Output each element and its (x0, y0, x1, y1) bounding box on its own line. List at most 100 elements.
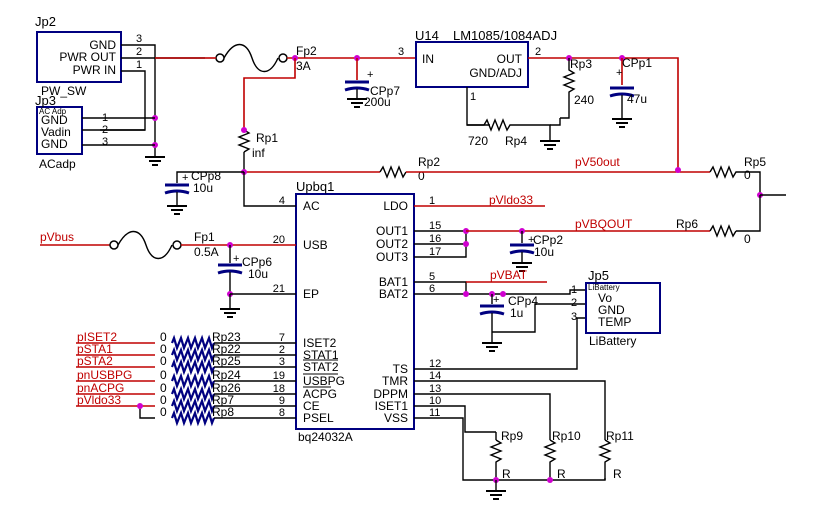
jp2-num-1: 1 (136, 59, 142, 71)
chip-pin-bat1: BAT1 (379, 275, 408, 289)
net-pvbus: pVbus (40, 230, 74, 244)
cpp7-ref: CPp7 (370, 84, 400, 98)
chip-pin-out3: OUT3 (376, 250, 408, 264)
jp3-pin-vadin: Vadin (41, 125, 71, 139)
rp9-value: R (502, 467, 511, 481)
chip-pin-ep: EP (303, 287, 319, 301)
chip-pin-ac: AC (303, 199, 320, 213)
net-pvbat: pVBAT (490, 268, 528, 282)
resistor-ref: Rp25 (212, 354, 241, 368)
chip-pin-num: 12 (429, 358, 441, 370)
junction-dot (137, 403, 143, 409)
chip-pin-vss: VSS (384, 411, 408, 425)
net-pvldo33: pVldo33 (489, 193, 533, 207)
chip-pin-acpg: ACPG (303, 387, 337, 401)
u14-pin-adj: GND/ADJ (469, 66, 522, 80)
capacitor-cpp2: + CPp2 10u (509, 231, 563, 272)
resistor-rp11: Rp11 R (598, 429, 634, 481)
resistor-rp2: Rp2 0 (379, 155, 440, 183)
cpp4-value: 1u (510, 306, 523, 320)
u14-num-adj: 1 (470, 91, 476, 103)
chip-pin-ts: TS (393, 362, 408, 376)
jp2-ref: Jp2 (35, 14, 56, 29)
chip-left-pins: AC4USB20EP21ISET27STAT12STAT23USBPG19ACP… (273, 195, 345, 425)
resistor-value: 0 (160, 393, 167, 407)
rp5-ref: Rp5 (744, 155, 766, 169)
resistor-rp1: Rp1 inf (237, 129, 278, 160)
resistor-symbol (170, 334, 216, 352)
resistor-value: 0 (160, 405, 167, 419)
net-label: pVldo33 (77, 393, 121, 407)
jp2-pin-pwrin: PWR IN (73, 63, 116, 77)
resistor-rp6: Rp6 0 (676, 217, 751, 246)
jp5-tag: LiBattery (588, 283, 620, 292)
jp5-name: LiBattery (589, 334, 636, 348)
jp2-pin-pwrout: PWR OUT (59, 50, 116, 64)
net-label: pSTA2 (77, 354, 113, 368)
chip-pin-num: 19 (273, 370, 285, 382)
resistor-value: 0 (160, 368, 167, 382)
resistor-rp4: 720 Rp4 (467, 118, 560, 150)
chip-pin-usbpg: USBPG (303, 374, 345, 388)
u14-pin-out: OUT (497, 52, 523, 66)
capacitor-cpp1: + CPp1 47u (609, 56, 652, 128)
resistor-ref: Rp8 (212, 405, 234, 419)
cpp6-plus: + (233, 253, 239, 265)
cpp7-value: 200u (364, 95, 391, 109)
resistor-ref: Rp23 (212, 330, 241, 344)
chip-pin-out2: OUT2 (376, 237, 408, 251)
cpp8-plus: + (182, 172, 188, 184)
rp5-value: 0 (744, 168, 751, 182)
capacitor-cpp8: + CPp8 10u (164, 169, 244, 215)
u14-part: LM1085/1084ADJ (453, 28, 557, 43)
chip-pin-num: 10 (429, 395, 441, 407)
rp2-value: 0 (418, 169, 425, 183)
chip-pin-num: 18 (273, 383, 285, 395)
chip-pin-num: 2 (279, 344, 285, 356)
resistor-ref: Rp22 (212, 342, 241, 356)
rp11-value: R (613, 467, 622, 481)
resistor-value: 0 (160, 381, 167, 395)
net-pv50out: pV50out (575, 155, 620, 169)
chip-pin-num: 11 (429, 407, 440, 419)
resistor-value: 0 (160, 342, 167, 356)
rp1-ref: Rp1 (256, 131, 278, 145)
jp5-num-2: 2 (571, 297, 577, 309)
jp2-pin-gnd: GND (89, 38, 116, 52)
resistor-value: 0 (160, 330, 167, 344)
chip-pin-num: 14 (429, 370, 441, 382)
jp2-connector: Jp2 PW_SW GND PWR OUT PWR IN 3 2 1 (35, 14, 142, 98)
jp5-ref: Jp5 (588, 268, 609, 283)
chip-pin-num: 17 (429, 246, 441, 258)
capacitor-cpp7: + CPp7 200u (344, 58, 400, 109)
rp3-ref: Rp3 (570, 57, 592, 71)
u14-ref: U14 (415, 28, 439, 43)
chip-pin-tmr: TMR (382, 374, 408, 388)
resistor-symbol (170, 385, 216, 403)
cpp6-ref: CPp6 (242, 255, 272, 269)
fp1-value: 0.5A (194, 245, 219, 259)
net-label: pnACPG (77, 381, 124, 395)
chip-pin-bat2: BAT2 (379, 287, 408, 301)
capacitor-cpp4: + CPp4 1u (479, 294, 538, 352)
u14-num-out: 2 (535, 46, 541, 58)
fuse-fp2: Fp2 3A (215, 43, 317, 73)
rp4-ref: Rp4 (505, 134, 527, 148)
resistor-ref: Rp26 (212, 381, 241, 395)
cpp4-ref: CPp4 (508, 294, 538, 308)
resistor-symbol (170, 346, 216, 364)
cpp6-value: 10u (248, 267, 268, 281)
chip-part: bq24032A (298, 430, 353, 444)
resistor-symbol (170, 372, 216, 390)
rp1-value: inf (252, 146, 265, 160)
u14-num-in: 3 (398, 46, 404, 58)
cpp8-ref: CPp8 (191, 169, 221, 183)
chip-pin-num: 15 (429, 220, 441, 232)
resistor-symbol (170, 409, 216, 427)
cpp1-value: 47u (627, 92, 647, 106)
rp3-value: 240 (574, 93, 594, 107)
jp3-name: ACadp (39, 157, 76, 171)
jp3-connector: Jp3 AC Adp GND Vadin GND ACadp 1 2 3 (35, 93, 108, 171)
